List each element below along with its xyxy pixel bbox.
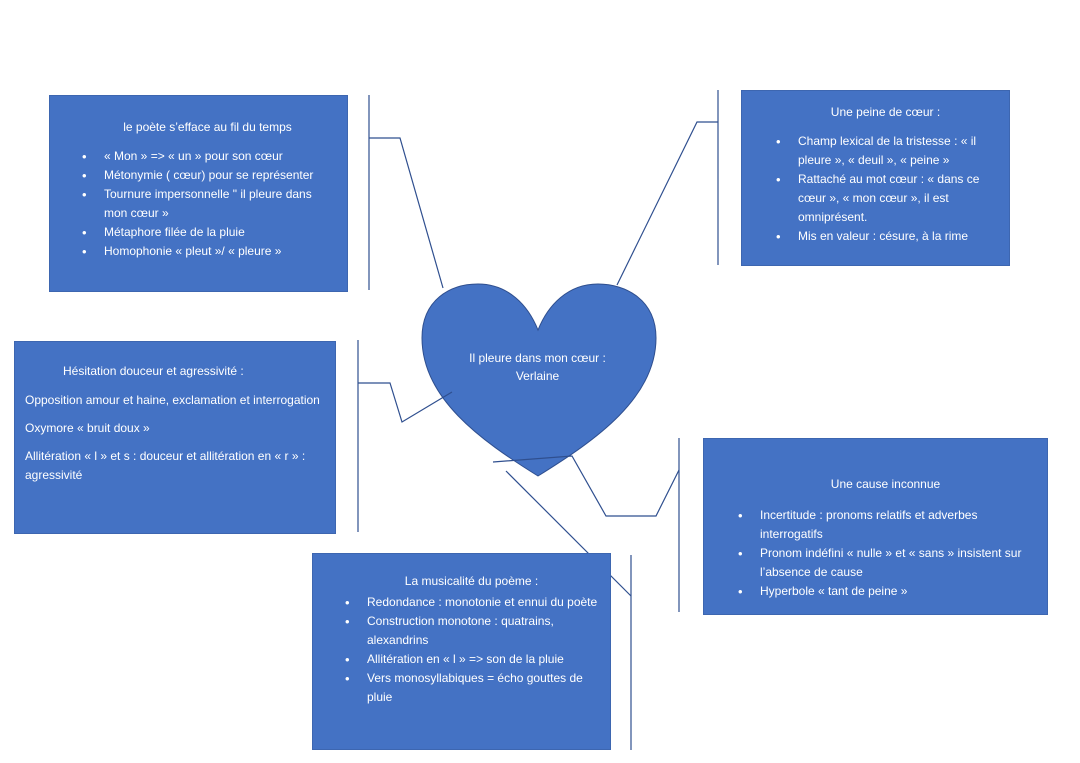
list-item: Mis en valeur : césure, à la rime bbox=[776, 227, 995, 246]
box-list: « Mon » => « un » pour son cœur Métonymi… bbox=[82, 147, 333, 261]
list-item: Allitération en « l » => son de la pluie bbox=[345, 650, 598, 669]
connector-top-left bbox=[369, 137, 444, 289]
box-title: le poète s’efface au fil du temps bbox=[123, 120, 292, 134]
box-title: La musicalité du poème : bbox=[404, 574, 539, 588]
list-item: Rattaché au mot cœur : « dans ce cœur »,… bbox=[776, 170, 995, 227]
list-item: « Mon » => « un » pour son cœur bbox=[82, 147, 333, 166]
list-item: Pronom indéfini « nulle » et « sans » in… bbox=[738, 544, 1033, 582]
list-item: Hyperbole « tant de peine » bbox=[738, 582, 1033, 601]
list-item: Métaphore filée de la pluie bbox=[82, 223, 333, 242]
box-title: Une cause inconnue bbox=[830, 477, 941, 491]
box-poete-efface: le poète s’efface au fil du temps « Mon … bbox=[49, 95, 348, 292]
list-item: Incertitude : pronoms relatifs et adverb… bbox=[738, 506, 1033, 544]
box-peine-de-coeur: Une peine de cœur : Champ lexical de la … bbox=[741, 90, 1010, 266]
list-item: Champ lexical de la tristesse : « il ple… bbox=[776, 132, 995, 170]
list-item: Vers monosyllabiques = écho gouttes de p… bbox=[345, 669, 598, 707]
heart-shape bbox=[421, 283, 657, 477]
box-list: Champ lexical de la tristesse : « il ple… bbox=[776, 132, 995, 246]
connector-top-right bbox=[616, 121, 718, 286]
heart-label: Il pleure dans mon cœur : Verlaine bbox=[469, 351, 606, 383]
list-item: Construction monotone : quatrains, alexa… bbox=[345, 612, 598, 650]
list-item: Tournure impersonnelle " il pleure dans … bbox=[82, 185, 333, 223]
list-item: Redondance : monotonie et ennui du poète bbox=[345, 593, 598, 612]
box-title: Une peine de cœur : bbox=[830, 105, 941, 119]
connector-mid-left bbox=[358, 382, 453, 423]
box-paragraph: Allitération « l » et s : douceur et all… bbox=[25, 449, 306, 482]
box-paragraph: Opposition amour et haine, exclamation e… bbox=[25, 393, 320, 407]
box-hesitation: Hésitation douceur et agressivité : Oppo… bbox=[14, 341, 336, 534]
box-list: Incertitude : pronoms relatifs et adverb… bbox=[738, 506, 1033, 601]
list-item: Homophonie « pleut »/ « pleure » bbox=[82, 242, 333, 261]
list-item: Métonymie ( cœur) pour se représenter bbox=[82, 166, 333, 185]
box-paragraph: Oxymore « bruit doux » bbox=[25, 421, 150, 435]
connector-mid-right bbox=[492, 455, 680, 517]
box-title: Hésitation douceur et agressivité : bbox=[63, 364, 244, 378]
box-list: Redondance : monotonie et ennui du poète… bbox=[345, 593, 598, 707]
box-cause-inconnue: Une cause inconnue Incertitude : pronoms… bbox=[703, 438, 1048, 615]
box-musicalite: La musicalité du poème : Redondance : mo… bbox=[312, 553, 611, 750]
